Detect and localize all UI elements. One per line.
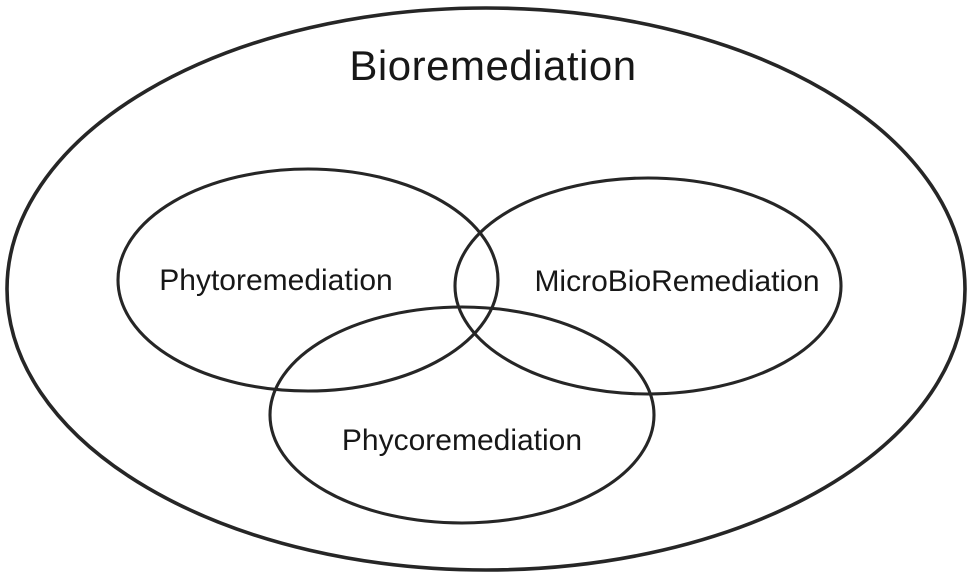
phycoremediation-ellipse bbox=[268, 305, 656, 525]
phytoremediation-label: Phytoremediation bbox=[159, 264, 392, 297]
phytoremediation-ellipse bbox=[116, 167, 500, 393]
microbioremediation-label: MicroBioRemediation bbox=[534, 265, 819, 298]
microbioremediation-ellipse bbox=[453, 176, 843, 396]
phycoremediation-label: Phycoremediation bbox=[342, 424, 582, 457]
bioremediation-ellipse bbox=[5, 6, 967, 572]
bioremediation-label: Bioremediation bbox=[349, 42, 636, 89]
